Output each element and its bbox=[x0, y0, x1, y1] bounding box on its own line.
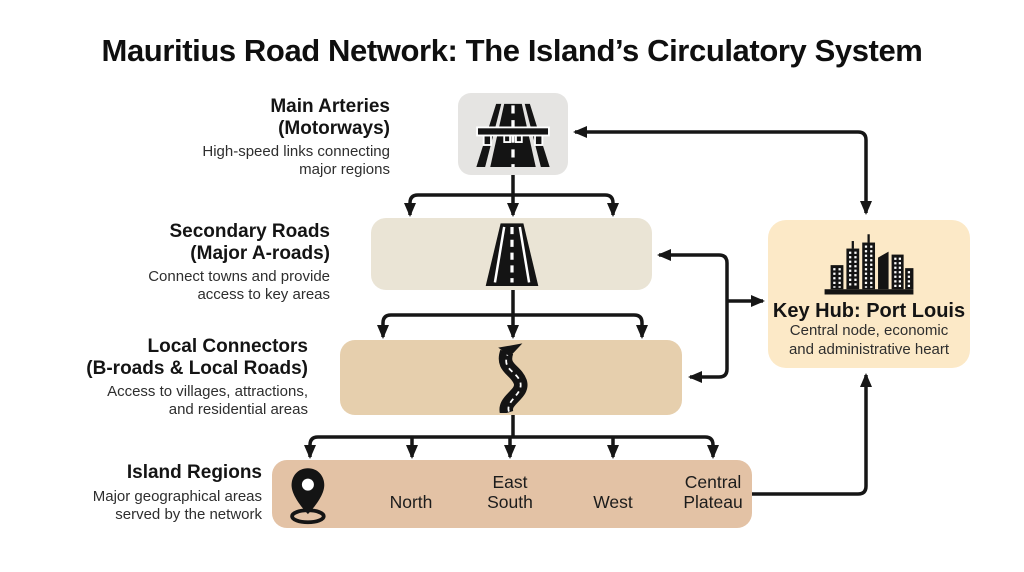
diagram-title: Mauritius Road Network: The Island’s Cir… bbox=[101, 33, 923, 68]
region-north: North bbox=[389, 491, 433, 512]
main-arteries-box bbox=[458, 93, 568, 175]
arrow-main-to-secondary-bar bbox=[404, 193, 619, 217]
winding-road-icon bbox=[498, 343, 528, 413]
secondary-roads-subheading: (Major A-roads) bbox=[190, 242, 330, 264]
island-regions-heading: Island Regions bbox=[126, 462, 262, 483]
hub-desc-line2: and administrative heart bbox=[788, 340, 950, 358]
motorway-icon bbox=[476, 103, 550, 167]
local-connectors-box bbox=[340, 340, 682, 415]
map-pin-icon bbox=[280, 465, 338, 525]
island-regions-box bbox=[272, 460, 752, 528]
main-arteries-subheading: (Motorways) bbox=[278, 117, 390, 139]
region-west: West bbox=[593, 491, 633, 512]
secondary-roads-box bbox=[371, 218, 652, 290]
main-arteries-label: Main Arteries (Motorways) High-speed lin… bbox=[90, 96, 390, 179]
straight-road-icon bbox=[485, 223, 538, 286]
secondary-roads-heading: Secondary Roads bbox=[169, 221, 331, 242]
local-connectors-desc-line1: Access to villages, attractions, bbox=[107, 383, 308, 400]
region-central-plateau: Central Plateau bbox=[683, 472, 743, 512]
local-connectors-label: Local Connectors (B-roads & Local Roads)… bbox=[8, 336, 308, 419]
local-connectors-desc-line2: and residential areas bbox=[168, 401, 308, 418]
arrow-local-to-island-bar bbox=[304, 435, 719, 459]
main-arteries-desc-line1: High-speed links connecting bbox=[202, 143, 390, 160]
local-connectors-heading: Local Connectors bbox=[147, 336, 308, 357]
local-connectors-subheading: (B-roads & Local Roads) bbox=[86, 357, 308, 379]
main-arteries-desc-line2: major regions bbox=[299, 161, 390, 178]
main-arteries-heading: Main Arteries bbox=[270, 96, 390, 117]
hub-desc-line1: Central node, economic bbox=[789, 322, 949, 339]
island-regions-desc-line1: Major geographical areas bbox=[92, 487, 262, 505]
hub-title: Key Hub: Port Louis bbox=[772, 300, 966, 322]
region-east-south: East South bbox=[487, 472, 533, 512]
arrow-secondary-to-local-bar bbox=[377, 313, 648, 339]
secondary-roads-desc-line1: Connect towns and provide bbox=[148, 268, 330, 285]
key-hub-box: Key Hub: Port Louis Central node, econom… bbox=[768, 220, 970, 368]
city-skyline-icon bbox=[824, 234, 914, 295]
secondary-roads-desc-line2: access to key areas bbox=[197, 286, 330, 303]
island-regions-label: Island Regions Major geographical areas … bbox=[0, 462, 262, 524]
arrow-main-hub bbox=[573, 126, 872, 215]
secondary-roads-label: Secondary Roads (Major A-roads) Connect … bbox=[30, 221, 330, 304]
arrow-island-hub bbox=[752, 373, 872, 496]
island-regions-desc-line2: served by the network bbox=[115, 505, 262, 523]
